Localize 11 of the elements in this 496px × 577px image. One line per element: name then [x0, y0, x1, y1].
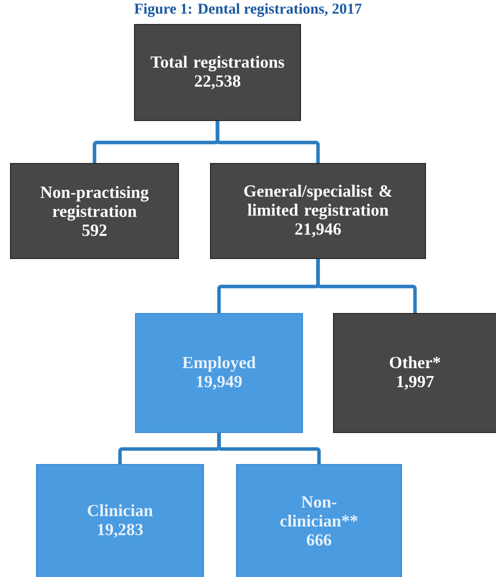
- connector: [217, 433, 321, 464]
- connector: [316, 259, 417, 313]
- box: Other* 1,997: [333, 313, 496, 433]
- box: Non-practising registration 592: [10, 163, 179, 259]
- title: Figure 1: Dental registrations, 2017: [134, 3, 362, 17]
- box: Total registrations 22,538: [134, 24, 301, 121]
- box: Clinician 19,283: [36, 464, 204, 577]
- box: Non-clinician** 666: [236, 464, 402, 577]
- box: Employed 19,949: [135, 313, 303, 433]
- connector: [216, 121, 320, 163]
- box: General/specialist & limited registration 21,946: [210, 163, 426, 259]
